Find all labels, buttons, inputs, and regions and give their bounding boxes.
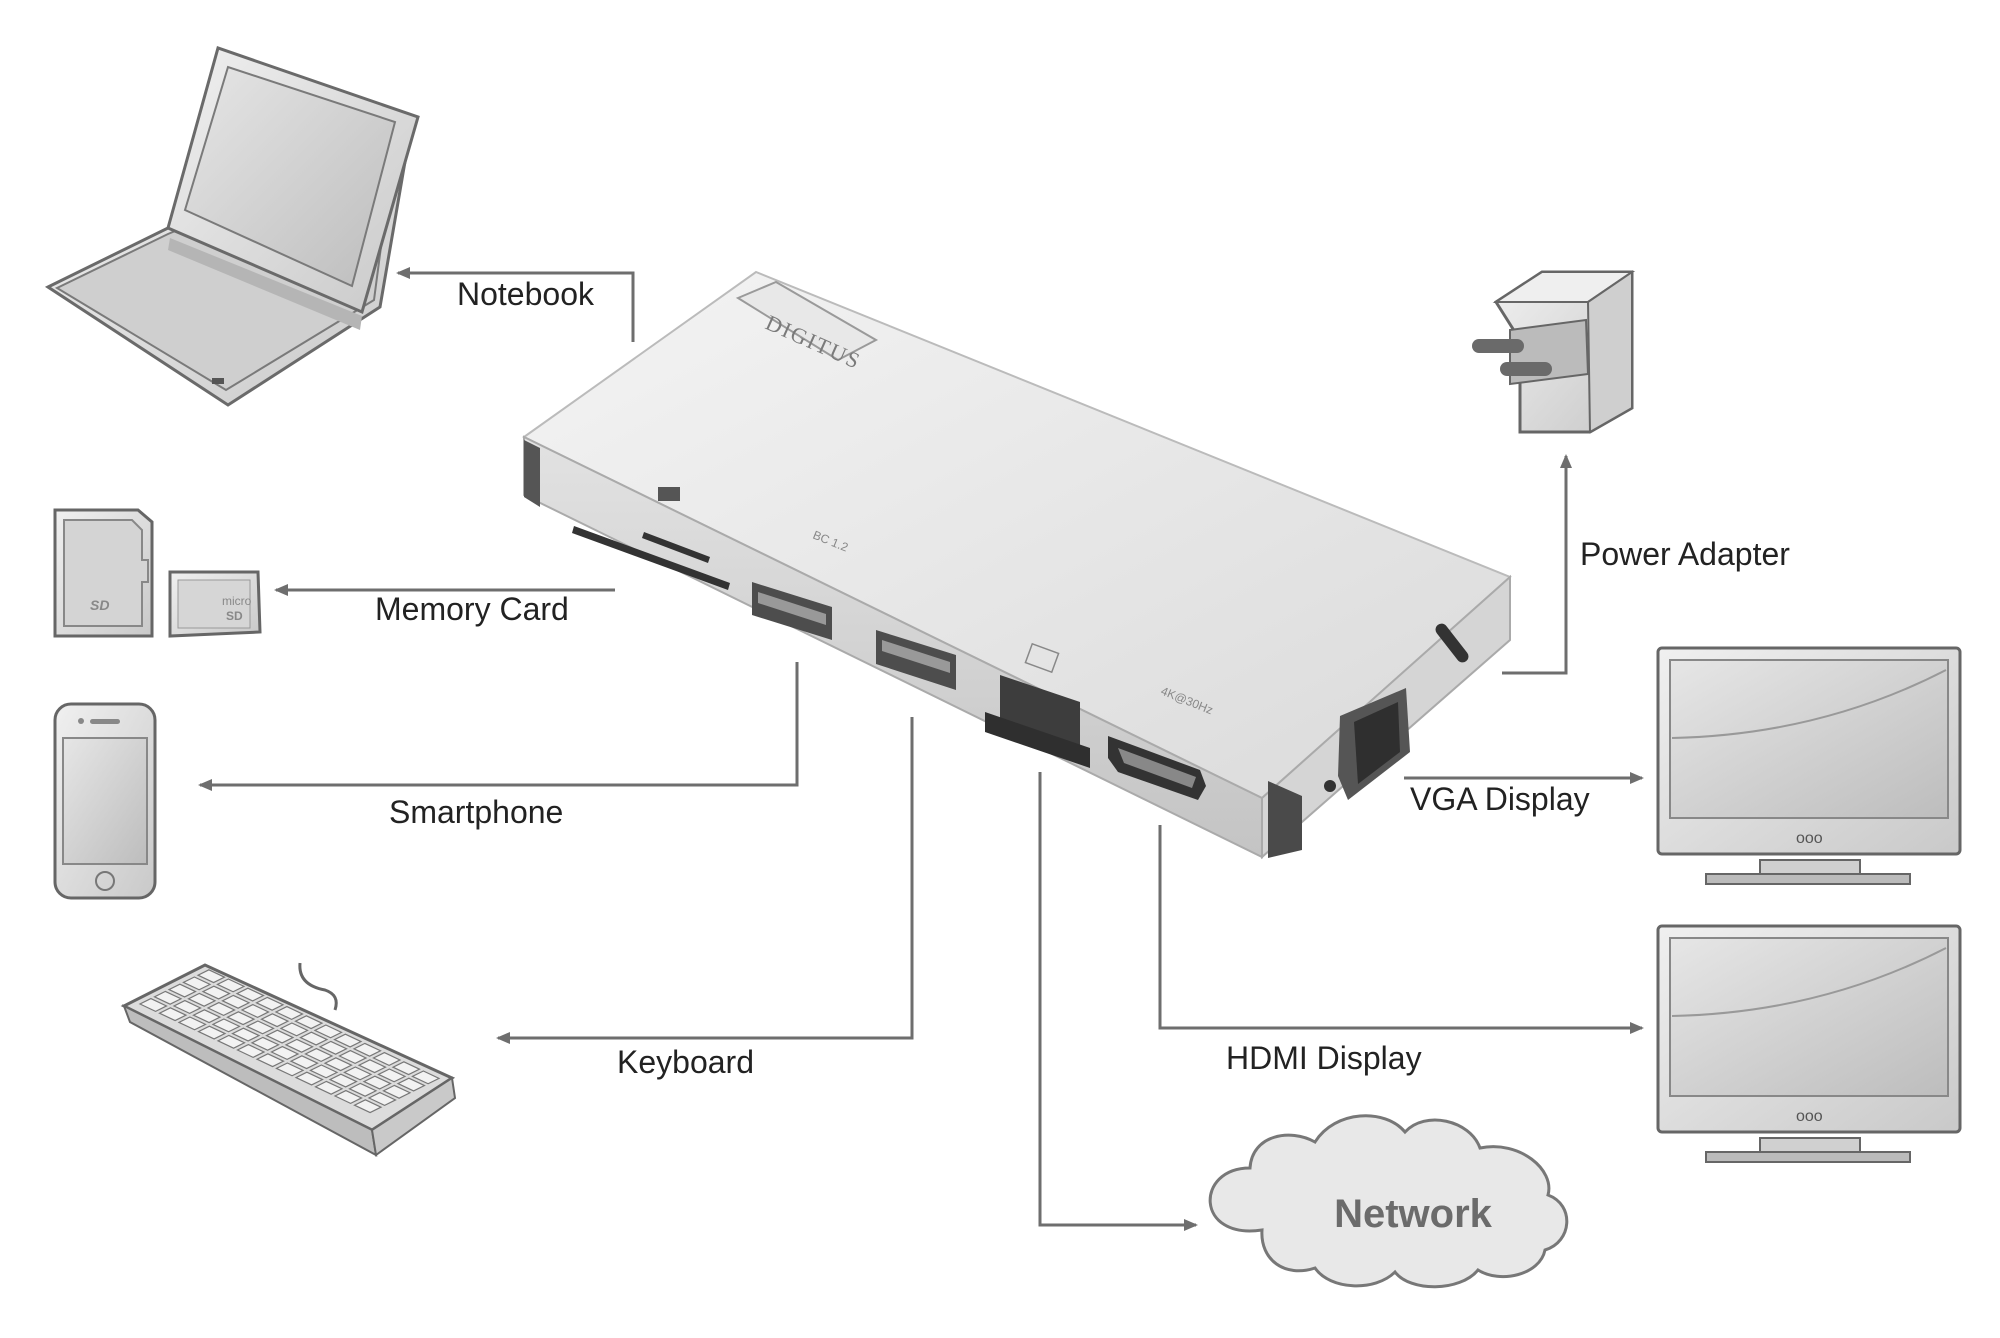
- microsd-text-bottom: SD: [226, 609, 243, 623]
- keyboard-label: Keyboard: [617, 1044, 754, 1080]
- usb-a-port-2: [876, 630, 956, 690]
- keyboard-key: [362, 1075, 392, 1090]
- keyboard-key: [348, 1082, 378, 1097]
- keyboard-key: [172, 999, 202, 1015]
- vga-monitor-icon: ooo: [1656, 646, 1962, 885]
- notebook-icon: [44, 46, 420, 407]
- keyboard-key: [240, 1003, 270, 1019]
- keyboard-key: [284, 1038, 314, 1053]
- keyboard-key: [265, 1029, 295, 1044]
- hdmi-monitor-icon: ooo: [1656, 924, 1962, 1163]
- keyboard-key: [294, 1015, 324, 1030]
- microsd-card-icon: micro SD: [168, 570, 262, 638]
- sd-card-text: SD: [90, 597, 109, 613]
- keyboard-key: [391, 1061, 421, 1076]
- keyboard-arrow: [496, 717, 914, 1044]
- memory-card-label: Memory Card: [375, 591, 569, 627]
- hdmi-monitor-buttons: ooo: [1796, 1108, 1823, 1125]
- keyboard-key: [187, 992, 217, 1007]
- hdmi-display-label: HDMI Display: [1226, 1040, 1422, 1076]
- keyboard-icon: [120, 962, 457, 1157]
- network-label: Network: [1334, 1192, 1493, 1236]
- power-adapter-arrow: [1502, 454, 1572, 675]
- keyboard-key: [197, 1025, 227, 1040]
- keyboard-keys: [138, 969, 441, 1114]
- keyboard-key: [367, 1091, 397, 1107]
- keyboard-key: [309, 1064, 339, 1079]
- keyboard-key: [226, 1011, 256, 1026]
- keyboard-key: [182, 976, 212, 991]
- keyboard-key: [250, 1036, 280, 1051]
- smartphone-icon: [53, 702, 157, 900]
- keyboard-key: [289, 1055, 319, 1070]
- memory-card-slot: [572, 487, 730, 590]
- keyboard-key: [231, 1027, 261, 1042]
- usb-c-port: [1435, 623, 1469, 663]
- keyboard-key: [353, 1099, 383, 1114]
- keyboard-key: [260, 1013, 290, 1028]
- rj45-ethernet-port: [985, 642, 1090, 768]
- keyboard-key: [221, 994, 251, 1009]
- keyboard-key: [323, 1057, 353, 1072]
- keyboard-key: [338, 1049, 368, 1065]
- keyboard-key: [255, 1053, 285, 1068]
- keyboard-key: [270, 1045, 300, 1061]
- smartphone-label: Smartphone: [389, 794, 563, 830]
- keyboard-key: [357, 1059, 387, 1074]
- keyboard-key: [343, 1066, 373, 1081]
- keyboard-key: [275, 1062, 305, 1077]
- keyboard-key: [279, 1022, 309, 1037]
- network-arrow: [1038, 772, 1198, 1231]
- hdmi-display-arrow: [1158, 825, 1644, 1034]
- power-adapter-label: Power Adapter: [1580, 536, 1790, 572]
- keyboard-key: [255, 996, 285, 1011]
- keyboard-key: [196, 969, 226, 984]
- keyboard-key: [153, 990, 183, 1005]
- keyboard-key: [236, 1043, 266, 1059]
- power-adapter-icon: [1472, 270, 1636, 434]
- keyboard-key: [211, 1018, 241, 1033]
- keyboard-key: [352, 1042, 382, 1057]
- sd-card-icon: SD: [53, 508, 154, 638]
- keyboard-key: [201, 985, 231, 1000]
- keyboard-key: [138, 997, 168, 1013]
- keyboard-key: [382, 1084, 412, 1099]
- connector-lines: [198, 267, 1644, 1231]
- keyboard-key: [372, 1051, 402, 1067]
- keyboard-key: [411, 1070, 441, 1085]
- keyboard-key: [377, 1068, 407, 1083]
- keyboard-key: [216, 1034, 246, 1049]
- keyboard-key: [216, 978, 246, 993]
- keyboard-key: [192, 1009, 222, 1024]
- notebook-arrow: [396, 267, 635, 342]
- keyboard-key: [314, 1080, 344, 1095]
- keyboard-key: [304, 1047, 334, 1063]
- notebook-label: Notebook: [457, 276, 595, 312]
- usb-c-hub: DIGITUS BC 1.2 4K@30Hz: [522, 270, 1512, 860]
- keyboard-key: [299, 1031, 329, 1046]
- keyboard-key: [396, 1077, 426, 1092]
- keyboard-key: [245, 1020, 275, 1035]
- keyboard-key: [313, 1024, 343, 1039]
- keyboard-key: [167, 983, 197, 998]
- keyboard-key: [177, 1016, 207, 1031]
- microsd-text-top: micro: [222, 594, 252, 608]
- keyboard-key: [274, 1005, 304, 1021]
- network-cloud-icon: Network: [1208, 1114, 1569, 1289]
- smartphone-arrow: [198, 662, 799, 791]
- keyboard-key: [206, 1001, 236, 1017]
- keyboard-key: [318, 1040, 348, 1055]
- keyboard-key: [333, 1089, 363, 1105]
- keyboard-key: [235, 987, 265, 1002]
- keyboard-key: [158, 1007, 188, 1022]
- keyboard-key: [294, 1071, 324, 1086]
- vga-display-label: VGA Display: [1410, 781, 1590, 817]
- keyboard-key: [333, 1033, 363, 1048]
- vga-port: [1324, 688, 1410, 800]
- keyboard-key: [328, 1073, 358, 1088]
- vga-monitor-buttons: ooo: [1796, 830, 1823, 847]
